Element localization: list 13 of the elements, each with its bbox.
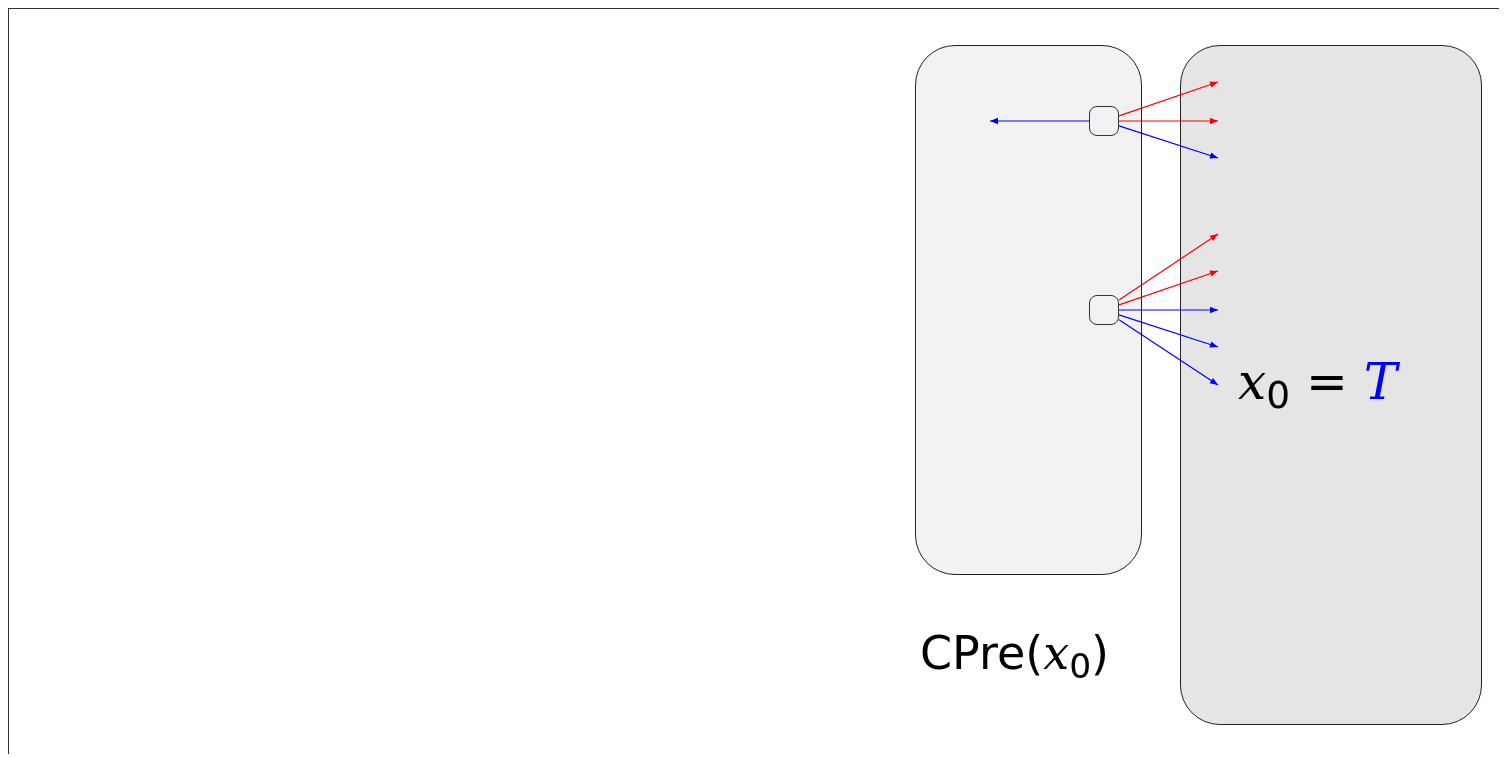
arrow [1118,233,1219,301]
state-box [1089,295,1119,325]
state-box [1089,106,1119,136]
arrow [1118,125,1219,159]
math-label: x$_{0}$ = T [1238,357,1398,415]
arrow [1118,319,1219,386]
arrow [1118,81,1219,117]
arrow [1118,306,1219,314]
arrow [1118,270,1219,306]
math-label: CPre(x$_{0}$) [920,630,1110,684]
arrow [989,117,1090,125]
arrow [1118,314,1219,348]
arrow [1118,117,1219,125]
